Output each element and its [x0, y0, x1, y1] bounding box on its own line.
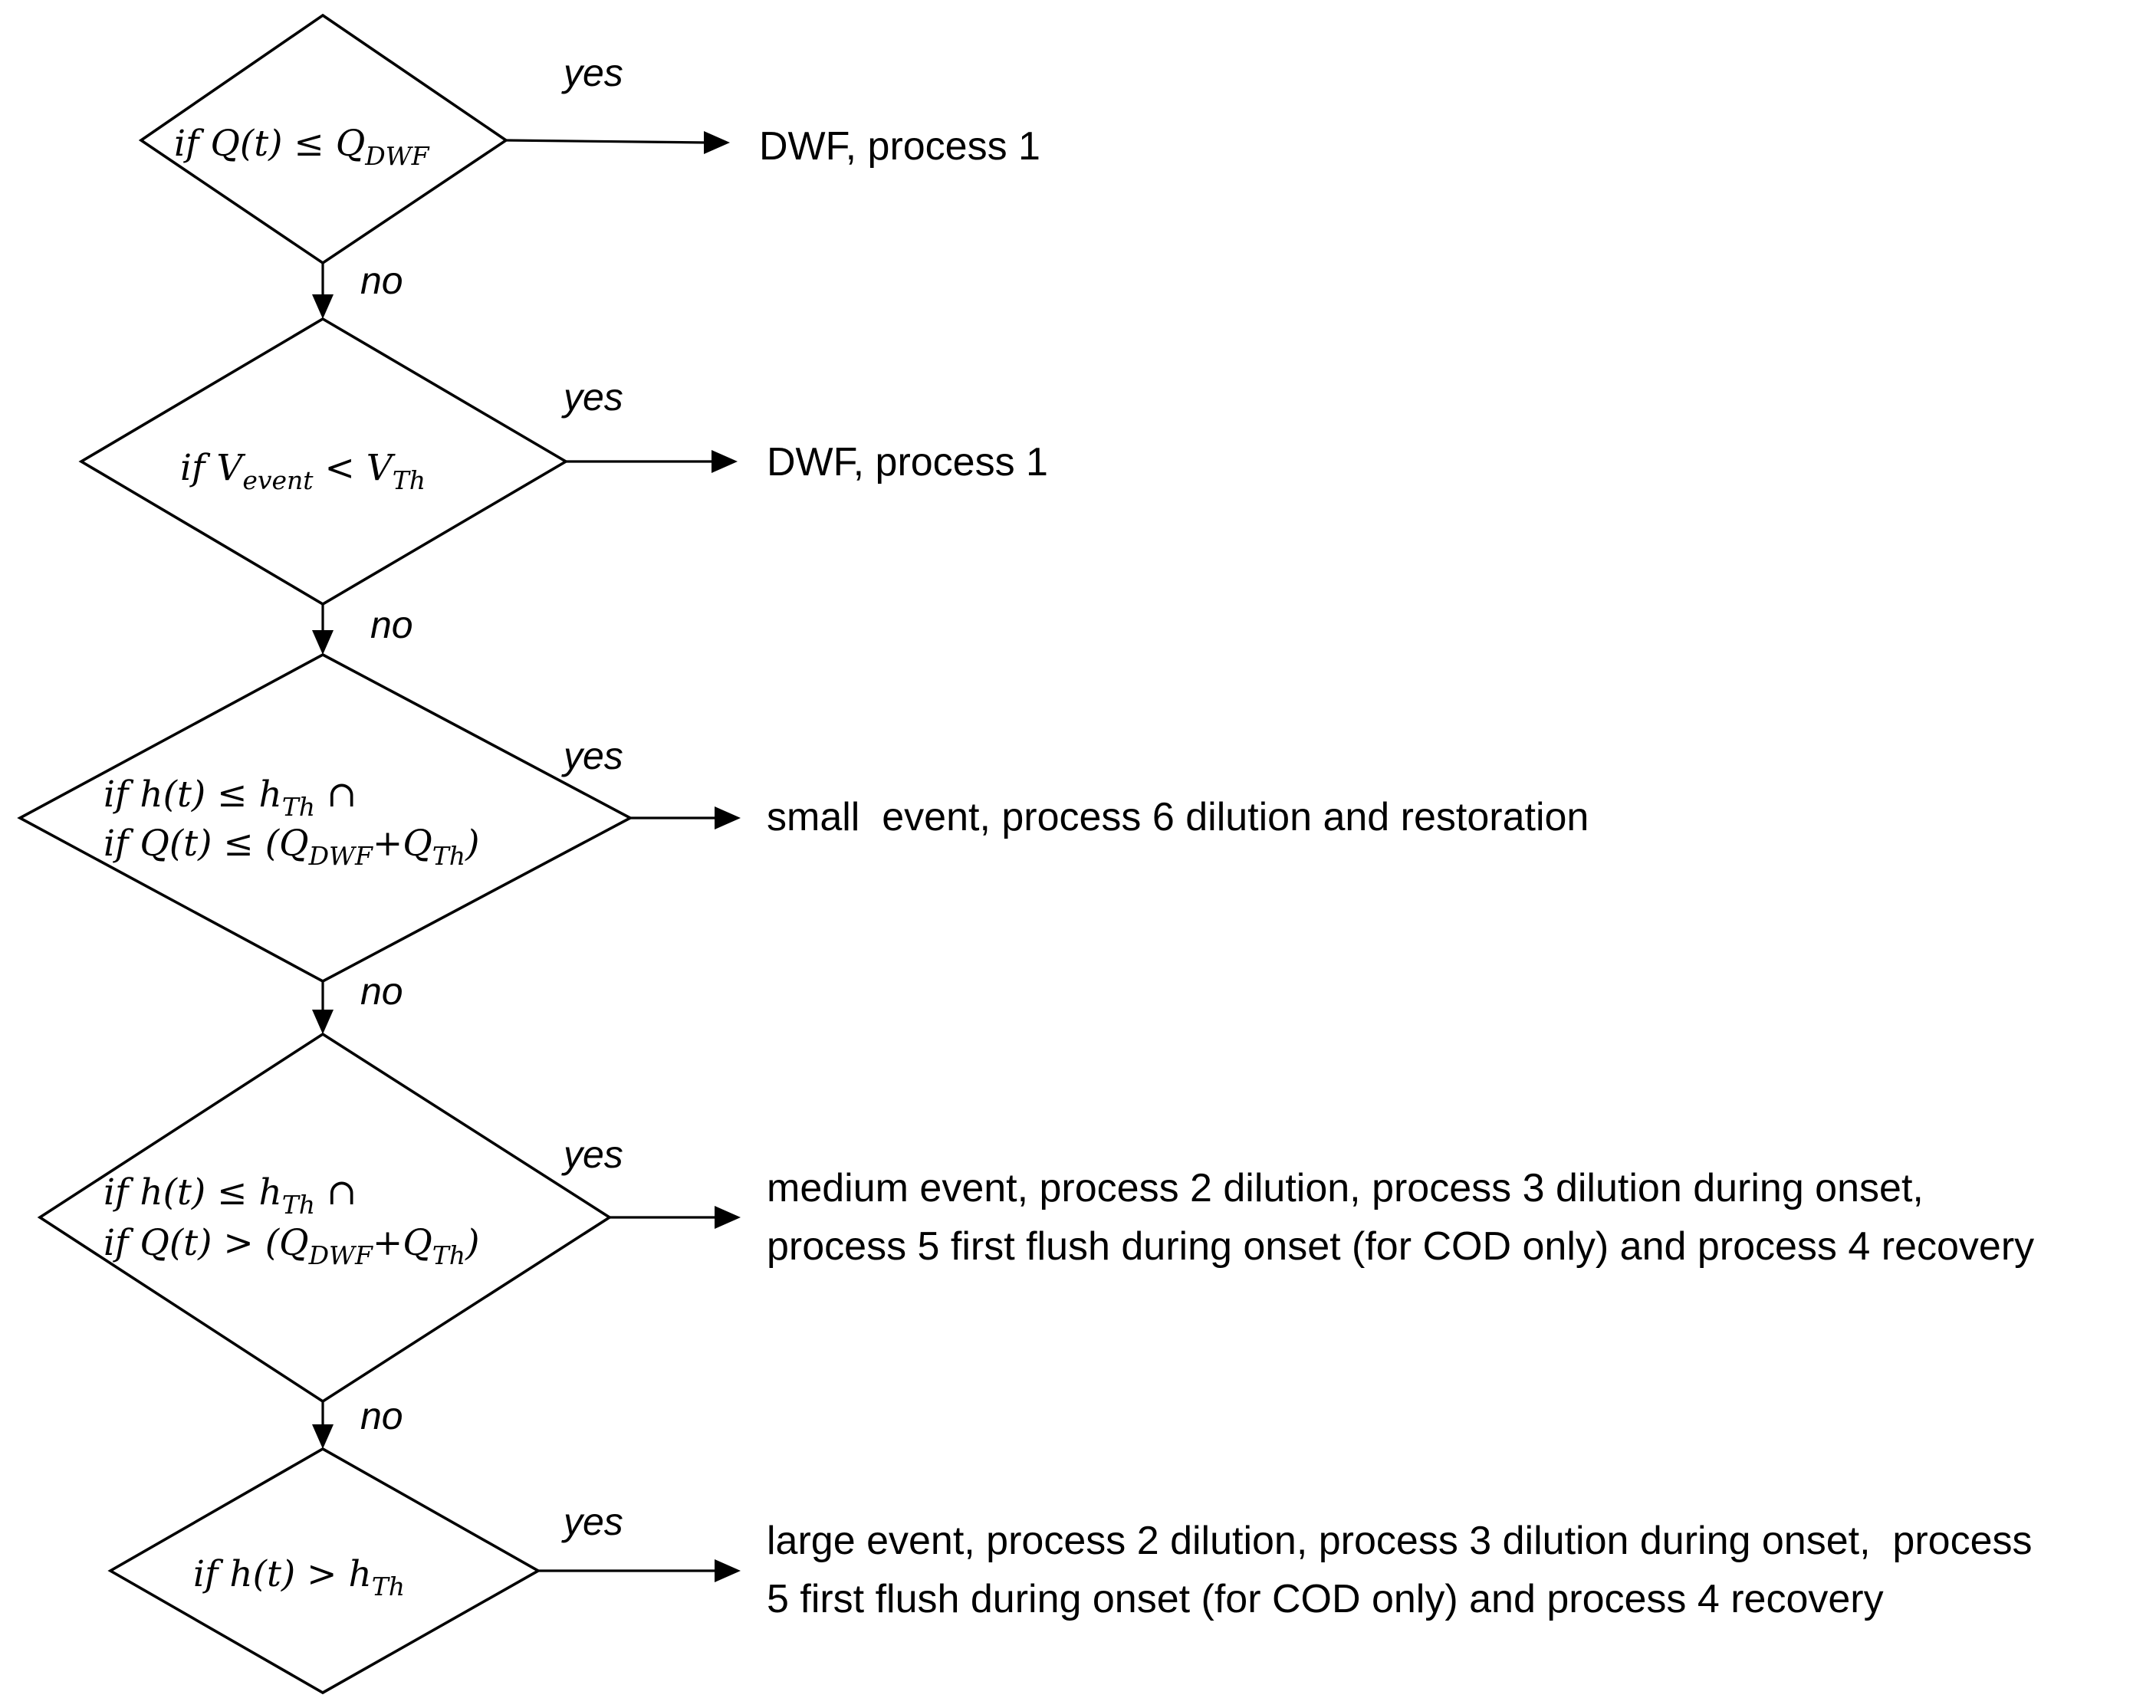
decision-3-condition-line-2: if Q(t) ≤ (QDWF+QTh)	[104, 823, 479, 871]
condition-subscript: Th	[372, 1572, 405, 1601]
yes-label-2: yes	[561, 376, 623, 419]
yes-label-3: yes	[561, 734, 623, 777]
no-label-3: no	[360, 970, 403, 1013]
condition-text: if h(t) > h	[193, 1553, 372, 1595]
outcome-2-line-1: DWF, process 1	[767, 440, 1048, 484]
yes-label-1: yes	[561, 51, 623, 94]
condition-subscript: Th	[432, 841, 465, 871]
condition-text: )	[465, 1222, 479, 1264]
condition-text: if Q(t) ≤ Q	[174, 123, 365, 165]
outcome-5-line-2: 5 first flush during onset (for COD only…	[767, 1577, 1884, 1621]
condition-subscript: Th	[282, 1190, 315, 1220]
condition-subscript: Th	[393, 465, 426, 495]
no-arrowhead-2	[312, 630, 334, 655]
condition-text: if h(t) ≤ h	[104, 774, 282, 816]
decision-4-condition-line-2: if Q(t) > (QDWF+QTh)	[104, 1222, 479, 1270]
no-label-1: no	[360, 259, 403, 302]
condition-subscript: DWF	[308, 1240, 373, 1270]
condition-subscript: Th	[432, 1240, 465, 1270]
yes-label-4: yes	[561, 1133, 623, 1176]
condition-text: < V	[314, 447, 396, 489]
no-arrowhead-4	[312, 1424, 334, 1449]
condition-text: ∩	[315, 774, 357, 816]
decision-diamond-3	[17, 652, 633, 984]
condition-text: +Q	[373, 823, 432, 865]
yes-arrowhead-4	[715, 1206, 741, 1229]
yes-label-5: yes	[561, 1500, 623, 1543]
outcome-1-line-1: DWF, process 1	[759, 124, 1040, 169]
decision-2-condition-line-1: if Vevent < VTh	[180, 447, 426, 495]
outcome-5-line-1: large event, process 2 dilution, process…	[767, 1519, 2033, 1563]
condition-subscript: Th	[282, 792, 315, 822]
condition-text: ∩	[315, 1171, 357, 1214]
decision-3-condition-line-1: if h(t) ≤ hTh ∩	[104, 774, 357, 822]
condition-text: if V	[180, 447, 245, 489]
decision-diamond-4	[37, 1032, 613, 1404]
outcome-3-line-1: small event, process 6 dilution and rest…	[767, 795, 1589, 839]
decision-5-condition-line-1: if h(t) > hTh	[193, 1553, 405, 1601]
no-label-2: no	[370, 603, 413, 646]
no-arrowhead-3	[312, 1010, 334, 1034]
condition-text: +Q	[373, 1222, 432, 1264]
yes-arrowhead-3	[715, 806, 741, 829]
condition-subscript: DWF	[364, 141, 429, 171]
decision-4-condition-line-1: if h(t) ≤ hTh ∩	[104, 1171, 357, 1220]
condition-text: if Q(t) ≤ (Q	[104, 823, 309, 865]
no-label-4: no	[360, 1394, 403, 1437]
yes-connector-1	[505, 139, 708, 144]
decision-1-condition-line-1: if Q(t) ≤ QDWF	[174, 123, 430, 171]
yes-arrowhead-2	[712, 450, 738, 473]
yes-arrowhead-5	[715, 1559, 741, 1582]
outcome-4-line-2: process 5 first flush during onset (for …	[767, 1224, 2034, 1269]
yes-arrowhead-1	[704, 131, 730, 154]
condition-subscript: DWF	[308, 841, 373, 871]
condition-text: if h(t) ≤ h	[104, 1171, 282, 1214]
condition-text: if Q(t) > (Q	[104, 1222, 309, 1264]
condition-subscript: event	[242, 465, 314, 495]
decision-diamond-5	[107, 1447, 541, 1695]
no-arrowhead-1	[312, 294, 334, 319]
condition-text: )	[465, 823, 479, 865]
outcome-4-line-1: medium event, process 2 dilution, proces…	[767, 1166, 1924, 1210]
